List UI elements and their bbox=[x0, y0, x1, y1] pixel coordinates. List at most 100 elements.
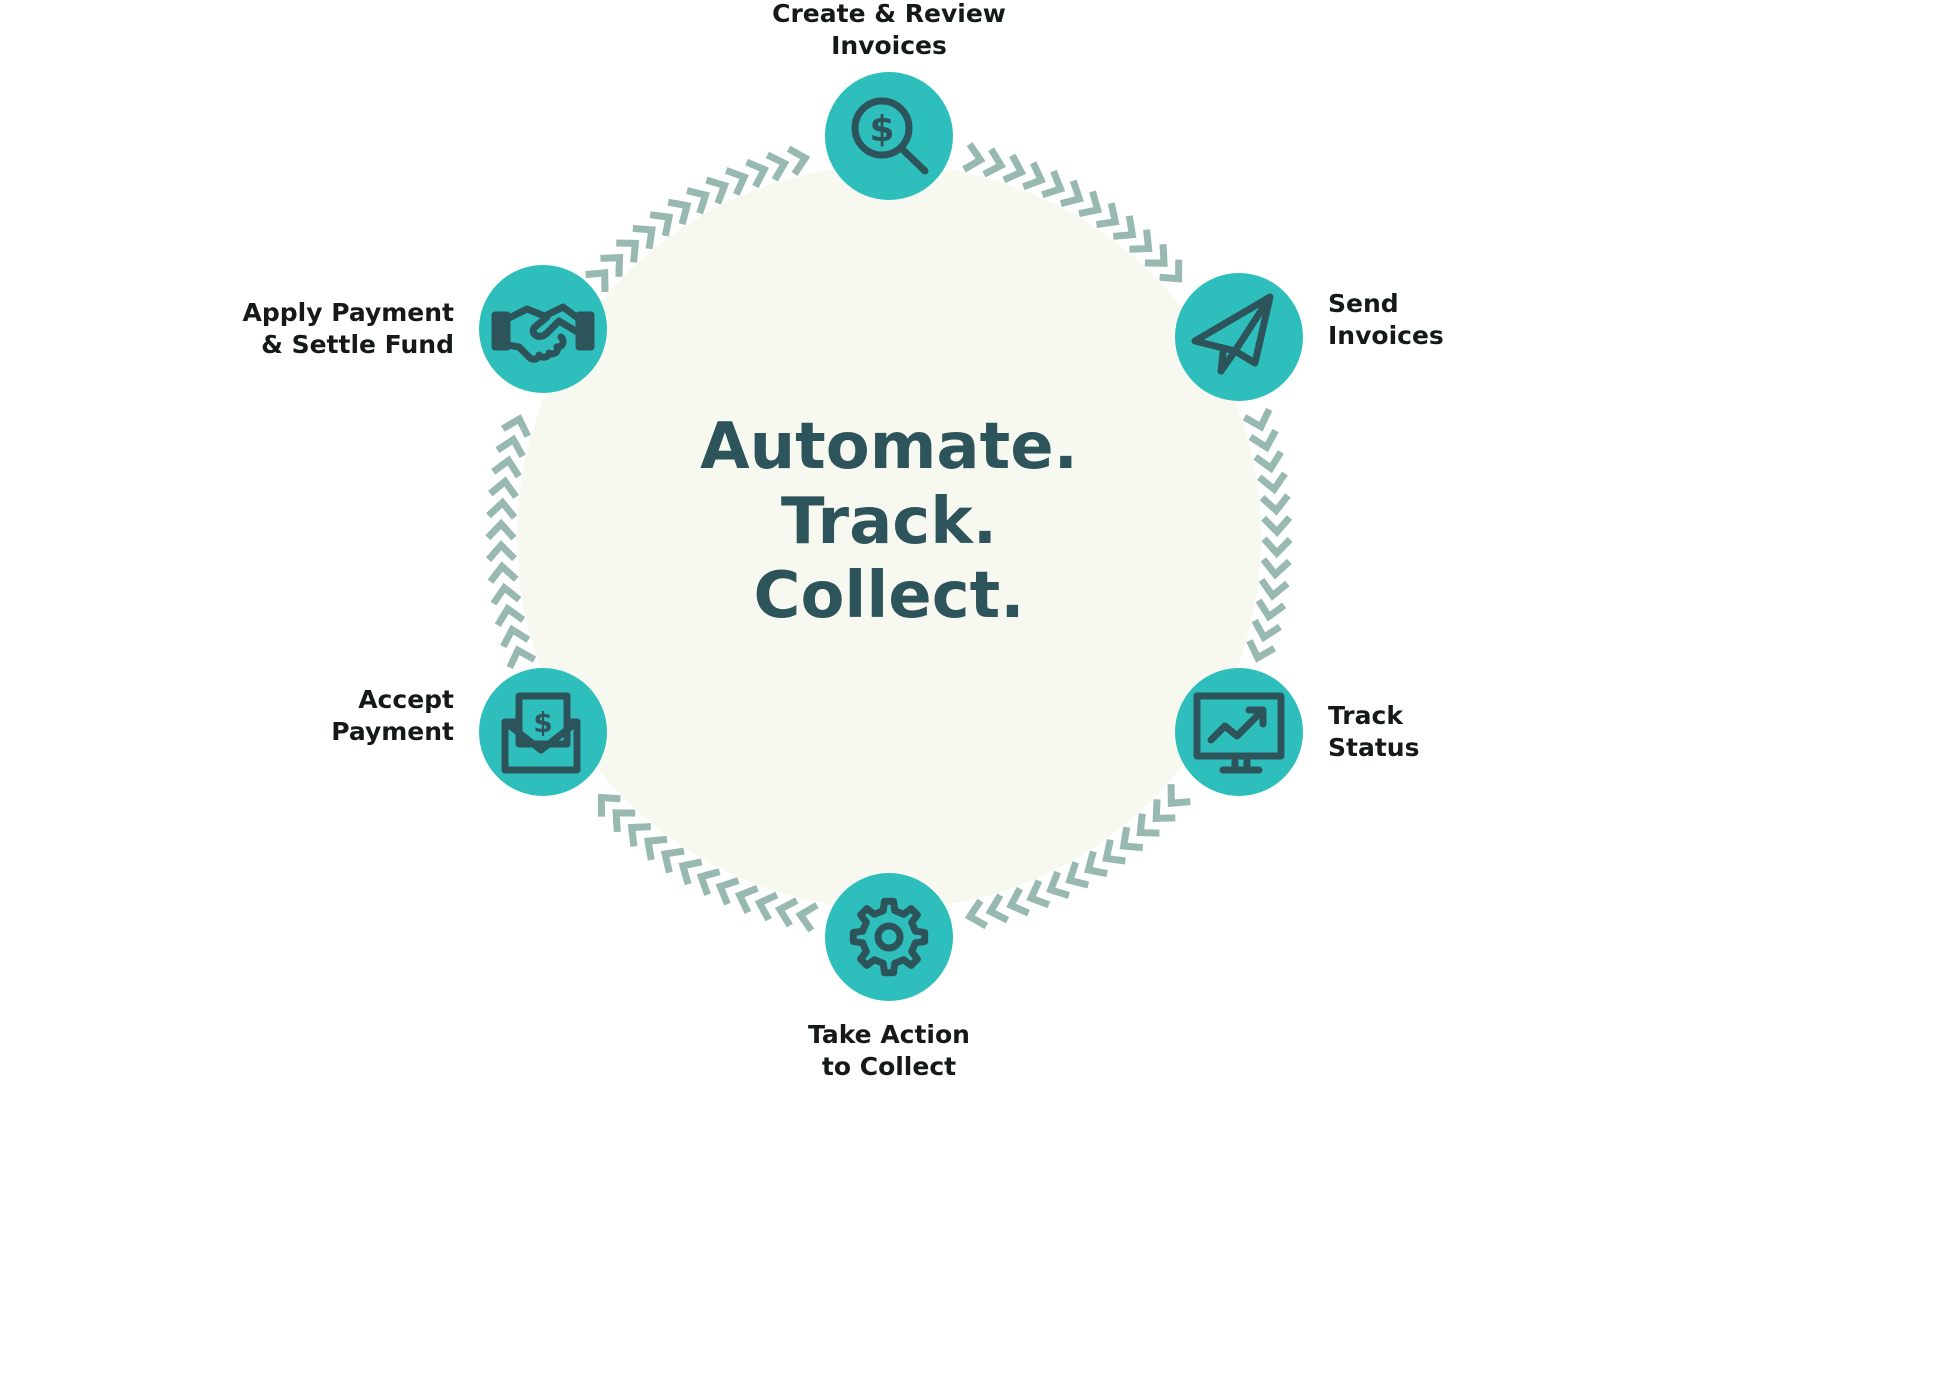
step-label-line: Invoices bbox=[831, 31, 947, 60]
step-label-line: Take Action bbox=[808, 1020, 970, 1049]
step-label-line: & Settle Fund bbox=[261, 330, 454, 359]
flow-chevron bbox=[585, 269, 609, 293]
node-circle bbox=[1175, 273, 1303, 401]
flow-arrows bbox=[485, 142, 1293, 933]
flow-chevron bbox=[696, 868, 721, 896]
flow-chevron bbox=[786, 145, 811, 176]
flow-chevron bbox=[1248, 428, 1279, 453]
flow-chevron bbox=[612, 809, 636, 833]
flow-chevron bbox=[1242, 407, 1273, 432]
flow-chevron bbox=[632, 224, 656, 250]
svg-text:$: $ bbox=[533, 706, 552, 739]
flow-chevron bbox=[1026, 879, 1051, 909]
flow-chevron bbox=[500, 624, 531, 649]
flow-chevron bbox=[1059, 179, 1084, 207]
flow-chevron bbox=[1251, 618, 1282, 643]
cycle-disc bbox=[517, 165, 1261, 909]
flow-chevron bbox=[1167, 784, 1191, 808]
flow-chevron bbox=[627, 823, 651, 847]
flow-chevron bbox=[660, 847, 685, 874]
gear-icon bbox=[849, 897, 929, 977]
flow-chevron bbox=[765, 151, 790, 182]
core-line-automate: Automate. bbox=[700, 410, 1078, 484]
flow-chevron bbox=[795, 902, 819, 933]
step-label-line: Apply Payment bbox=[242, 298, 454, 327]
flow-chevron bbox=[488, 476, 519, 500]
flow-chevron bbox=[616, 239, 640, 263]
step-label-line: Invoices bbox=[1328, 321, 1444, 350]
svg-text:$: $ bbox=[869, 109, 894, 150]
node-circle bbox=[479, 265, 607, 393]
flow-chevron bbox=[506, 645, 537, 670]
flow-chevron bbox=[1259, 493, 1291, 516]
step-node-take-action bbox=[825, 873, 953, 1001]
flow-chevron bbox=[1257, 471, 1288, 495]
step-label-line: to Collect bbox=[821, 1052, 957, 1081]
flow-chevron bbox=[962, 142, 986, 173]
paper-plane-icon bbox=[1191, 293, 1274, 375]
flow-chevron bbox=[1022, 161, 1046, 191]
flow-chevron bbox=[964, 898, 989, 930]
flow-chevron bbox=[486, 497, 518, 520]
flow-chevron bbox=[745, 158, 770, 189]
flow-chevron bbox=[643, 835, 668, 861]
flow-chevron bbox=[1253, 450, 1284, 474]
flow-chevron bbox=[1246, 639, 1277, 663]
flow-chevron bbox=[1083, 850, 1108, 877]
flow-chevron bbox=[1002, 153, 1027, 184]
flow-chevron bbox=[1006, 886, 1030, 917]
flow-chevron bbox=[686, 187, 711, 215]
step-label-line: Payment bbox=[331, 717, 454, 746]
flow-chevron bbox=[1261, 515, 1293, 537]
flow-chevron bbox=[597, 793, 621, 817]
flow-chevron bbox=[1258, 578, 1290, 601]
step-label-line: Status bbox=[1328, 733, 1420, 762]
monitor-chart-icon bbox=[1193, 692, 1285, 774]
flow-chevron bbox=[705, 176, 730, 205]
cycle-diagram: $ bbox=[479, 72, 1303, 1001]
step-label-send: Send Invoices bbox=[1328, 288, 1528, 352]
step-node-track bbox=[1175, 668, 1303, 796]
flow-chevron bbox=[734, 885, 759, 914]
flow-chevron bbox=[1261, 536, 1293, 559]
step-label-line: Accept bbox=[358, 685, 454, 714]
flow-chevron bbox=[1129, 229, 1153, 253]
node-circle bbox=[825, 873, 953, 1001]
step-label-line: Send bbox=[1328, 289, 1399, 318]
flow-chevron bbox=[501, 414, 531, 438]
step-node-accept: $ bbox=[479, 668, 607, 796]
flow-chevron bbox=[485, 540, 518, 562]
flow-chevron bbox=[1095, 202, 1120, 228]
flow-chevron bbox=[600, 254, 624, 277]
flow-chevron bbox=[678, 858, 703, 886]
flow-chevron bbox=[495, 434, 526, 458]
flow-chevron bbox=[985, 893, 1010, 924]
step-label-create-review: Create & Review Invoices bbox=[740, 0, 1038, 62]
core-line-track: Track. bbox=[781, 485, 997, 559]
flow-chevron bbox=[1136, 813, 1160, 837]
step-label-take-action: Take Action to Collect bbox=[740, 1019, 1038, 1083]
flow-chevron bbox=[774, 897, 799, 928]
step-node-apply-payment bbox=[479, 265, 607, 393]
flow-chevron bbox=[724, 167, 749, 196]
flow-chevron bbox=[485, 518, 517, 541]
flow-chevron bbox=[1046, 870, 1070, 899]
envelope-dollar-icon: $ bbox=[501, 692, 581, 774]
flow-chevron bbox=[754, 891, 779, 922]
step-node-send bbox=[1175, 273, 1303, 401]
flow-chevron bbox=[715, 877, 740, 906]
flow-chevron bbox=[1102, 839, 1126, 865]
dollar-search-icon: $ bbox=[851, 97, 929, 175]
flow-chevron bbox=[1260, 557, 1292, 580]
flow-chevron bbox=[649, 211, 674, 237]
flow-chevron bbox=[1119, 826, 1144, 852]
step-label-accept: Accept Payment bbox=[204, 684, 454, 748]
flow-chevron bbox=[1255, 598, 1287, 622]
handshake-icon bbox=[491, 303, 595, 363]
flow-chevron bbox=[1065, 861, 1090, 889]
flow-chevron bbox=[490, 582, 522, 606]
step-label-line: Create & Review bbox=[772, 0, 1006, 28]
step-label-line: Track bbox=[1328, 701, 1403, 730]
flow-chevron bbox=[487, 561, 519, 584]
flow-chevron bbox=[1078, 190, 1103, 218]
